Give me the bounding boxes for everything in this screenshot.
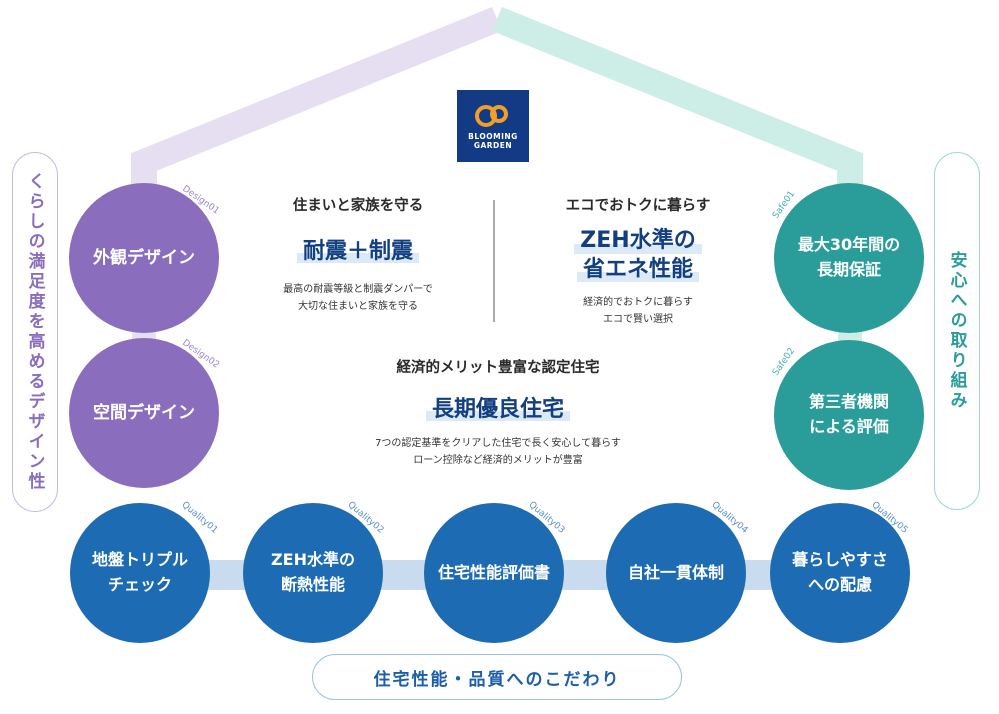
center-right-desc: 経済的でおトクに暮らす エコで賢い選択 [583,297,693,326]
center-right-block: エコでおトクに暮らす ZEH水準の 省エネ性能 経済的でおトクに暮らす エコで賢… [528,194,748,328]
center-left-highlight: 耐震＋制震 [296,233,419,265]
bottom-category-label: 住宅性能・品質へのこだわり [312,654,682,700]
blooming-garden-logo: BLOOMING GARDEN [457,90,529,162]
design-circle-2: 空間デザイン [69,338,219,488]
design-circle-1: 外観デザイン [69,183,219,333]
left-category-label: くらしの満足度を高めるデザイン性 [12,152,58,512]
design-label-1: 外観デザイン [93,247,195,268]
quality-label-3: 住宅性能評価書 [437,562,550,582]
logo-text-line1: BLOOMING [468,131,518,141]
quality-label-5: 暮らしやすさ への配慮 [792,550,888,594]
quality-circle-3: 住宅性能評価書 [424,503,564,643]
logo-rings-icon [475,104,508,127]
center-right-highlight-2: 省エネ性能 [576,256,699,285]
quality-circle-1: 地盤トリプル チェック [70,503,210,643]
quality-label-4: 自社一貫体制 [627,562,724,582]
bottom-category-text: 住宅性能・品質へのこだわり [373,669,621,690]
quality-circle-5: 暮らしやすさ への配慮 [770,503,910,643]
center-bottom-highlight: 長期優良住宅 [425,391,570,423]
center-right-heading: エコでおトクに暮らす [565,198,711,214]
safe-label-2: 第三者機関 による評価 [808,392,889,436]
quality-circle-4: 自社一貫体制 [606,503,746,643]
design-label-2: 空間デザイン [93,402,195,423]
quality-label-1: 地盤トリプル チェック [91,550,188,594]
center-right-highlight-1: ZEH水準の [574,227,702,256]
center-bottom-heading: 経済的メリット豊富な認定住宅 [396,360,600,376]
safe-label-1: 最大30年間の 長期保証 [797,235,901,279]
center-bottom-block: 経済的メリット豊富な認定住宅 長期優良住宅 7つの認定基準をクリアした住宅で長く… [318,356,678,469]
safe-circle-1: 最大30年間の 長期保証 [774,183,924,333]
center-left-heading: 住まいと家族を守る [292,198,424,214]
left-category-text: くらしの満足度を高めるデザイン性 [24,172,45,492]
center-left-desc: 最高の耐震等級と制震ダンパーで 大切な住まいと家族を守る [283,284,433,312]
quality-circle-2: ZEH水準の 断熱性能 [243,503,383,643]
right-category-text: 安心への取り組み [946,251,967,411]
quality-label-2: ZEH水準の 断熱性能 [271,550,355,594]
safe-circle-2: 第三者機関 による評価 [774,340,924,490]
center-left-block: 住まいと家族を守る 耐震＋制震 最高の耐震等級と制震ダンパーで 大切な住まいと家… [248,194,468,315]
logo-text-line2: GARDEN [473,140,513,150]
right-category-label: 安心への取り組み [934,152,980,510]
center-bottom-desc: 7つの認定基準をクリアした住宅で長く安心して暮らす ローン控除など経済的メリット… [375,438,621,466]
